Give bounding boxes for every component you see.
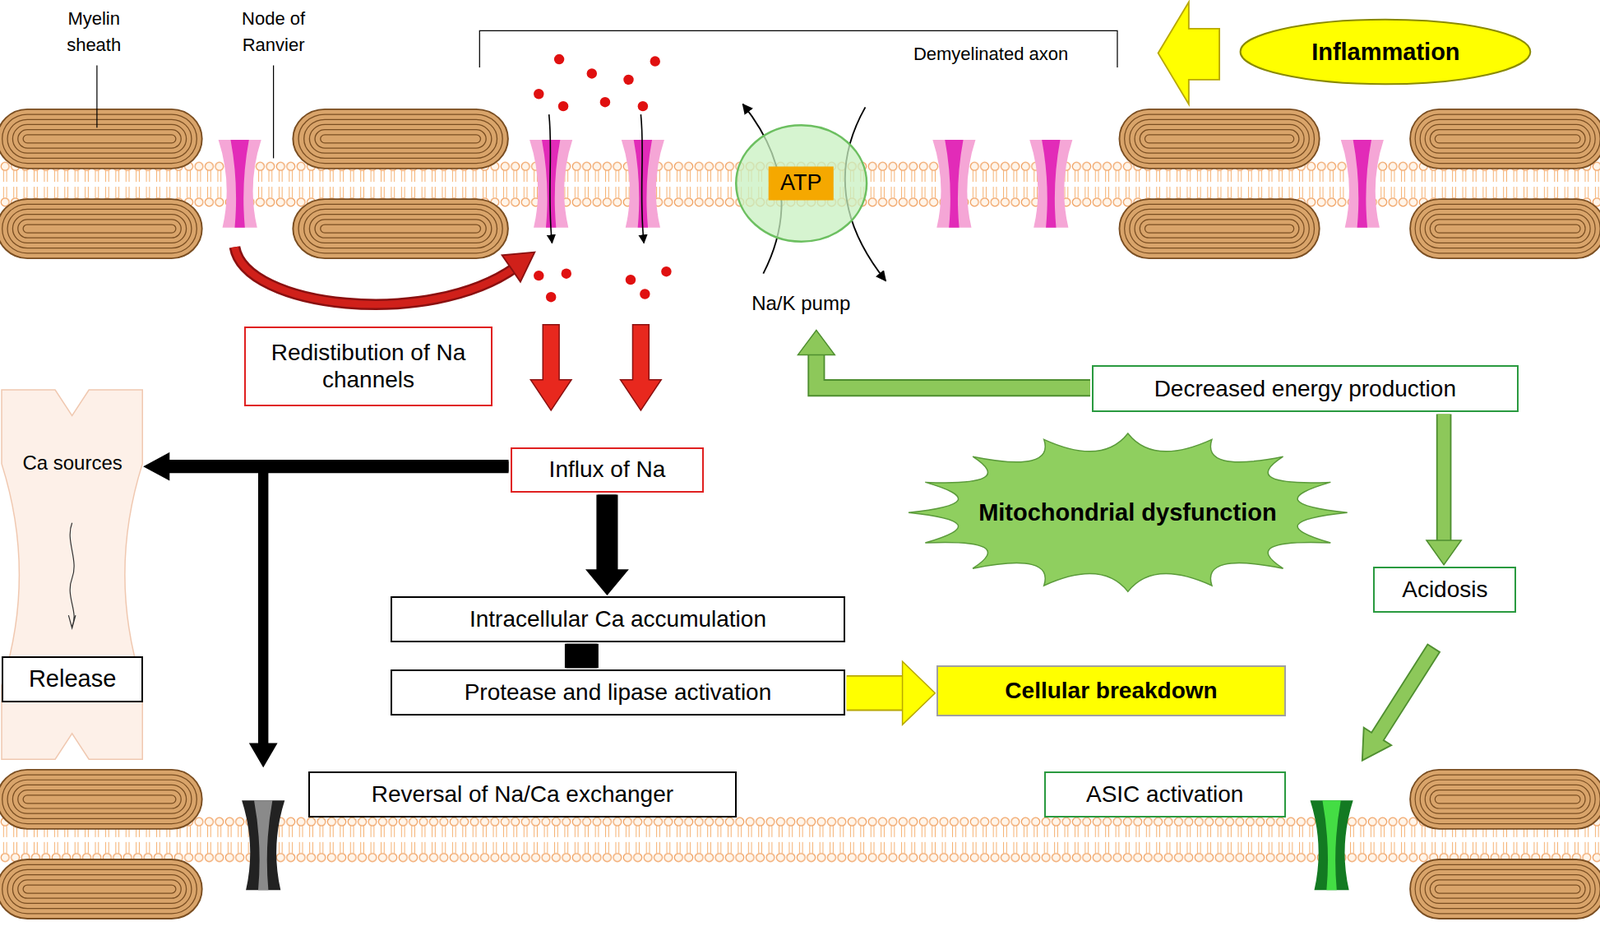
node-text: Redistibution of Na channels	[252, 339, 484, 393]
leader-line	[272, 65, 274, 159]
flow-arrow	[1426, 413, 1462, 565]
arrow-outline	[816, 354, 1091, 388]
process-box: ASIC activation	[1044, 771, 1286, 818]
inflammation-ellipse: Inflammation	[1237, 18, 1534, 86]
node-text: Decreased energy production	[1154, 375, 1457, 403]
node-text: Na/K pump	[751, 291, 851, 315]
myelin-sheath	[0, 109, 1600, 919]
node-text: Inflammation	[1311, 38, 1460, 66]
inflammation-arrow	[1158, 2, 1220, 105]
process-box: Intracellular Ca accumulation	[390, 596, 845, 643]
flow-arrow	[581, 643, 583, 669]
node-text: Reversal of Na/Ca exchanger	[371, 781, 674, 808]
na-ions	[533, 54, 672, 303]
na-k-pump: ATP Na/K pump	[735, 124, 868, 329]
part-label: Myelin sheath	[52, 5, 135, 59]
part-label: Demyelinated axon	[913, 41, 1069, 68]
arrow-shaft	[846, 676, 903, 710]
arrow-shaft	[169, 461, 509, 472]
node-outline	[1, 389, 143, 759]
node-text: Intracellular Ca accumulation	[469, 605, 767, 633]
acidosis-arrow	[1362, 643, 1440, 760]
arrow-outline	[596, 494, 618, 570]
arrow-outline	[1436, 413, 1453, 541]
node-text: Release	[28, 665, 116, 693]
influx-arrow	[530, 324, 662, 411]
node-text: Mitochondrial dysfunction	[978, 499, 1277, 527]
arrow-head	[587, 569, 629, 595]
arrow-outline	[564, 643, 599, 669]
flow-arrow	[846, 661, 936, 725]
node-text: ATP	[768, 166, 834, 201]
arrow-outline	[846, 675, 903, 711]
starburst: Mitochondrial dysfunction	[908, 433, 1348, 592]
outcome-box: Cellular breakdown	[936, 665, 1286, 717]
arrow-outline	[169, 459, 509, 473]
arrow-shaft	[597, 494, 616, 570]
branch-arrow	[249, 460, 278, 768]
arrow-shaft	[566, 643, 597, 669]
arrow-head	[902, 661, 936, 725]
node-text: Acidosis	[1401, 576, 1488, 603]
node-text: Ca sources	[1, 451, 143, 475]
flow-arrow	[587, 494, 629, 594]
redistribution-arrow	[234, 246, 535, 305]
process-box: Protease and lipase activation	[390, 669, 845, 716]
node-text: Protease and lipase activation	[464, 679, 773, 706]
arrow-shaft	[816, 354, 1091, 388]
na-flow	[549, 114, 644, 243]
arrow-shaft	[1438, 413, 1451, 541]
flow-arrow	[798, 330, 1091, 389]
part-label: Node of Ranvier	[228, 5, 320, 59]
ca-sources-shape: Ca sourcesRelease	[1, 389, 143, 759]
membrane	[0, 816, 1600, 863]
process-box: Influx of Na	[510, 447, 705, 494]
arrow-head	[144, 453, 170, 480]
arrow-head	[1426, 540, 1462, 565]
leader-line	[96, 65, 98, 129]
asic-channel	[1310, 800, 1354, 890]
process-box: Acidosis	[1373, 566, 1517, 613]
node-text: Influx of Na	[549, 456, 666, 483]
arrow-head	[798, 330, 836, 356]
bracket	[479, 30, 1118, 68]
na-ca-exchanger	[241, 800, 285, 890]
node-text: ASIC activation	[1086, 781, 1244, 808]
process-box: Decreased energy production	[1091, 365, 1519, 412]
process-box: Reversal of Na/Ca exchanger	[308, 771, 737, 818]
flow-arrow	[144, 453, 509, 480]
process-box: Release	[1, 656, 143, 703]
process-box: Redistibution of Na channels	[244, 326, 492, 407]
node-text: Cellular breakdown	[1004, 677, 1217, 704]
